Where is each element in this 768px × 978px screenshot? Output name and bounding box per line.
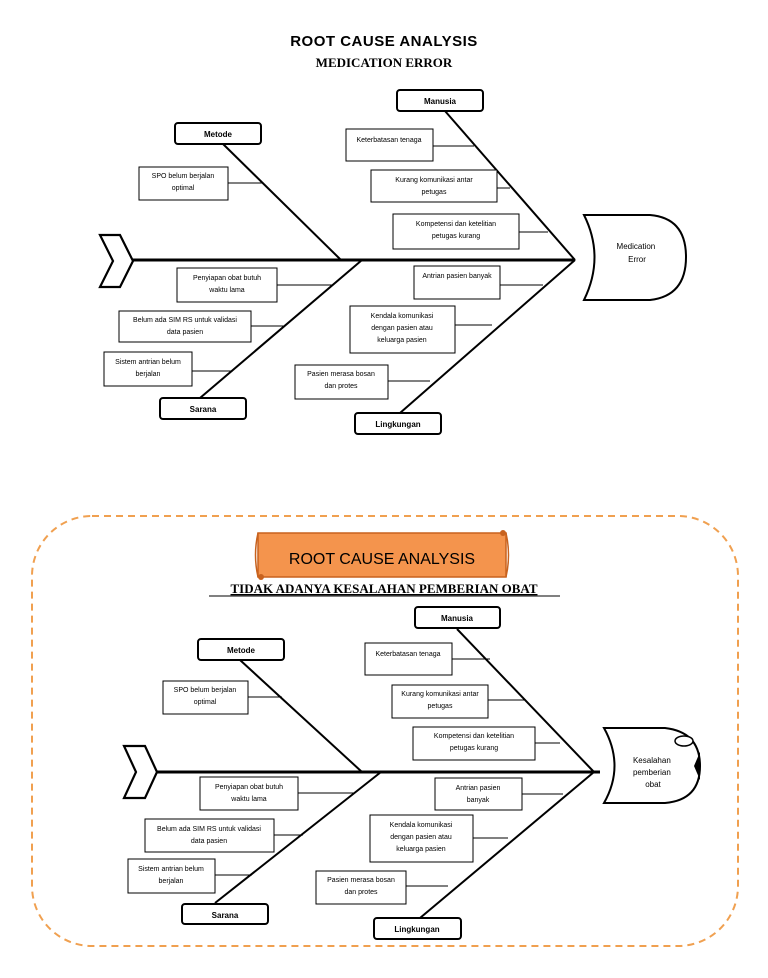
cause-antrian-pasien: Antrian pasien banyak [413,265,501,300]
category-sarana: Sarana [159,397,247,420]
bone-manusia [456,628,595,773]
bone-sarana [199,259,363,399]
svg-text:Manusia: Manusia [441,614,474,623]
diagram2-subtitle: TIDAK ADANYA KESALAHAN PEMBERIAN OBAT [231,581,538,596]
fish-tail [98,233,135,289]
dashed-frame [31,515,739,947]
fish-eye [674,735,694,747]
svg-text:Metode: Metode [227,646,256,655]
svg-text:Lingkungan: Lingkungan [375,420,420,429]
svg-text:Keterbatasan tenaga: Keterbatasan tenaga [357,137,422,144]
svg-text:Lingkungan: Lingkungan [394,925,439,934]
category-manusia: Manusia [396,89,484,112]
svg-text:Antrian pasien banyak: Antrian pasien banyak [422,273,492,280]
cause-keterbatasan-tenaga: Keterbatasan tenaga [345,128,434,162]
category-metode: Metode [197,638,285,661]
svg-text:Sarana: Sarana [212,911,239,920]
head-label: Kesalahan pemberian obat [633,756,673,789]
bone-lingkungan [399,259,576,414]
diagram-2: ROOT CAUSE ANALYSIS TIDAK ADANYA KESALAH… [31,515,739,947]
svg-text:Keterbatasan tenaga: Keterbatasan tenaga [376,651,441,658]
category-lingkungan: Lingkungan [354,412,442,435]
svg-text:Metode: Metode [204,130,233,139]
category-manusia: Manusia [414,606,501,629]
banner-scroll: ROOT CAUSE ANALYSIS [254,530,510,580]
fish-tail [122,744,159,800]
bone-manusia [444,110,576,261]
diagram1-subtitle: MEDICATION ERROR [316,55,453,70]
fish-mouth [694,752,700,780]
bone-lingkungan [419,771,595,919]
diagram-1: ROOT CAUSE ANALYSIS MEDICATION ERROR Med… [98,33,688,435]
bone-metode [239,659,363,773]
category-lingkungan: Lingkungan [373,917,462,940]
cause-keterbatasan-tenaga: Keterbatasan tenaga [364,642,453,676]
fish-head [582,214,688,301]
bone-sarana [214,771,382,904]
category-sarana: Sarana [181,903,269,925]
svg-text:Manusia: Manusia [424,97,457,106]
svg-text:Sarana: Sarana [190,405,217,414]
diagram1-title: ROOT CAUSE ANALYSIS [290,33,478,50]
bone-metode [221,142,342,261]
category-metode: Metode [174,122,262,145]
head-label: Medication Error [617,242,658,264]
banner-title: ROOT CAUSE ANALYSIS [289,551,475,568]
